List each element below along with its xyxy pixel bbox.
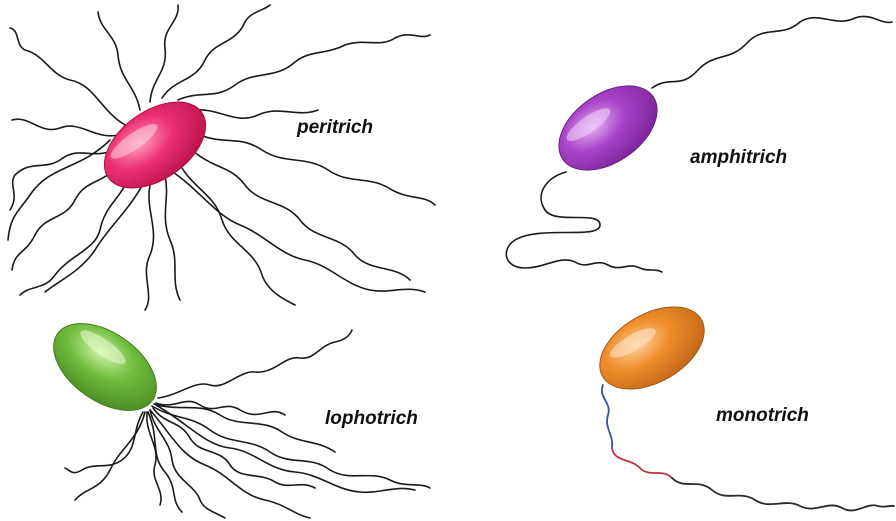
label-peritrich: peritrich xyxy=(297,117,373,139)
label-amphitrich: amphitrich xyxy=(690,147,787,169)
monotrich-flagellum xyxy=(602,385,894,511)
lophotrich-cell xyxy=(38,306,172,428)
label-lophotrich: lophotrich xyxy=(325,408,418,430)
monotrich-cell xyxy=(586,290,719,406)
peritrich-flagella xyxy=(8,5,435,310)
peritrich-cell xyxy=(89,84,221,205)
label-monotrich: monotrich xyxy=(716,405,809,427)
